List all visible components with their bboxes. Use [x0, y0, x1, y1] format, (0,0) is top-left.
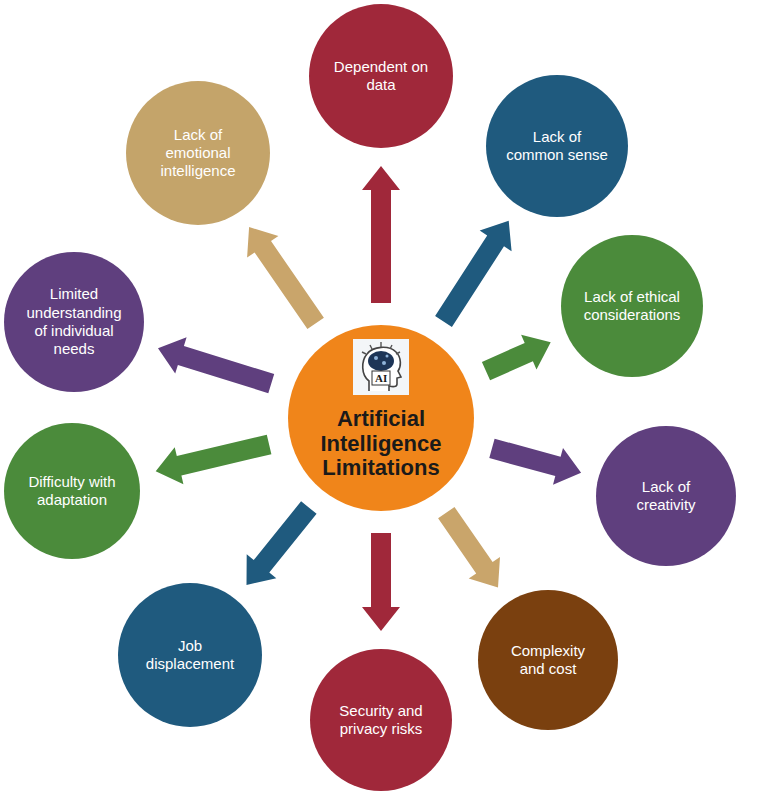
icon-label: AI: [375, 372, 387, 384]
block-arrow: [247, 227, 324, 329]
ai-icon: AI: [353, 339, 409, 395]
limitation-text: Complexity and cost: [497, 642, 599, 679]
limitation-circle: Lack of emotional intelligence: [126, 81, 270, 225]
ai-head-picture: [353, 339, 409, 395]
block-arrow: [247, 501, 317, 585]
center-circle: AI Artificial Intelligence Limitations: [288, 325, 474, 511]
limitation-text: Lack of ethical considerations: [581, 288, 684, 325]
block-arrow: [482, 335, 551, 381]
limitation-circle: Security and privacy risks: [310, 649, 452, 791]
limitation-circle: Lack of creativity: [596, 426, 736, 566]
limitation-circle: Job displacement: [118, 583, 262, 727]
limitation-text: Job displacement: [138, 637, 242, 674]
limitation-circle: Limited understanding of individual need…: [4, 252, 144, 392]
block-arrow: [435, 221, 512, 327]
block-arrow: [156, 435, 272, 485]
limitation-circle: Complexity and cost: [478, 590, 618, 730]
limitation-text: Difficulty with adaptation: [23, 473, 122, 510]
limitation-circle: Difficulty with adaptation: [4, 423, 140, 559]
limitation-text: Lack of creativity: [615, 478, 717, 515]
block-arrow: [362, 166, 400, 303]
limitation-circle: Lack of ethical considerations: [561, 235, 703, 377]
limitation-text: Lack of emotional intelligence: [146, 126, 250, 181]
limitation-text: Dependent on data: [329, 58, 433, 95]
block-arrow: [158, 337, 274, 393]
limitation-circle: Lack of common sense: [486, 75, 628, 217]
limitation-text: Limited understanding of individual need…: [23, 285, 125, 358]
limitation-text: Lack of common sense: [506, 128, 609, 165]
block-arrow: [489, 439, 581, 485]
limitation-circle: Dependent on data: [309, 4, 453, 148]
block-arrow: [362, 533, 400, 631]
center-title: Artificial Intelligence Limitations: [309, 407, 453, 481]
limitation-text: Security and privacy risks: [330, 702, 433, 739]
block-arrow: [438, 507, 500, 588]
